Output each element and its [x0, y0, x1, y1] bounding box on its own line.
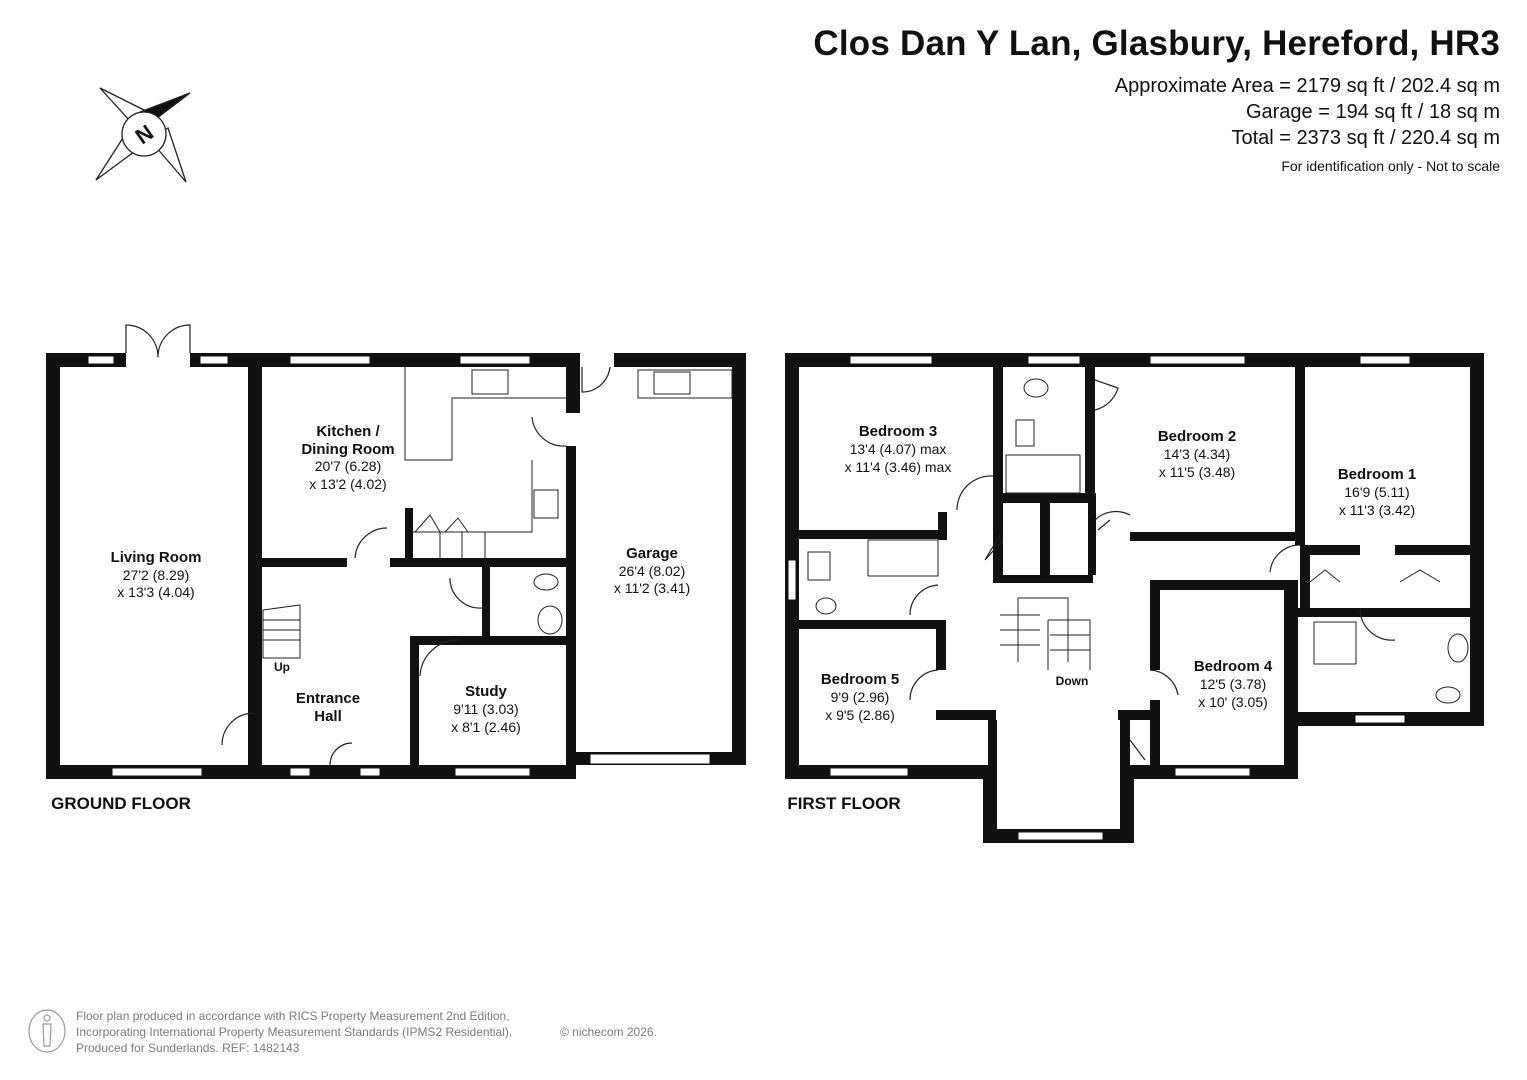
first-floor-label: FIRST FLOOR	[787, 794, 900, 813]
bedroom1-name: Bedroom 1	[1338, 466, 1416, 483]
ground-floor-doors	[125, 324, 611, 766]
bedroom2-name: Bedroom 2	[1158, 428, 1236, 445]
first-floor-walls	[785, 353, 1484, 843]
study-name: Study	[465, 683, 507, 700]
bedroom5-dim1: 9'9 (2.96)	[831, 689, 890, 705]
kitchen-dim1: 20'7 (6.28)	[315, 458, 382, 474]
garage-area: Garage = 194 sq ft / 18 sq m	[1245, 101, 1500, 123]
study-dim1: 9'11 (3.03)	[453, 701, 518, 717]
study-dim2: x 8'1 (2.46)	[451, 719, 521, 735]
footer-line-3: Produced for Sunderlands. REF: 1482143	[76, 1041, 300, 1055]
bedroom3-dim2: x 11'4 (3.46) max	[845, 459, 952, 475]
bedroom5-name: Bedroom 5	[821, 671, 899, 688]
bedroom5-dim2: x 9'5 (2.86)	[825, 707, 895, 723]
footer-line-1: Floor plan produced in accordance with R…	[76, 1009, 510, 1023]
bedroom1-dim2: x 11'3 (3.42)	[1339, 502, 1415, 518]
scale-disclaimer: For identification only - Not to scale	[1281, 158, 1500, 174]
total-area: Total = 2373 sq ft / 220.4 sq m	[1231, 127, 1501, 149]
garage-dim2: x 11'2 (3.41)	[614, 580, 690, 596]
garage-name: Garage	[626, 545, 678, 562]
property-title: Clos Dan Y Lan, Glasbury, Hereford, HR3	[813, 24, 1500, 63]
kitchen-name2: Dining Room	[301, 441, 394, 458]
stairs-down-label: Down	[1056, 674, 1089, 688]
entrance-hall-name1: Entrance	[296, 690, 360, 707]
bedroom3-name: Bedroom 3	[859, 423, 937, 440]
bedroom2-dim2: x 11'5 (3.48)	[1159, 464, 1235, 480]
kitchen-name1: Kitchen /	[316, 423, 380, 440]
first-floor-labels: Bedroom 3 13'4 (4.07) max x 11'4 (3.46) …	[787, 423, 1416, 813]
bedroom3-dim1: 13'4 (4.07) max	[850, 441, 947, 457]
ground-floor-windows	[87, 355, 711, 777]
garage-dim1: 26'4 (8.02)	[619, 563, 686, 579]
ground-floor-label: GROUND FLOOR	[51, 794, 191, 813]
bedroom4-dim2: x 10' (3.05)	[1198, 694, 1268, 710]
bedroom1-dim1: 16'9 (5.11)	[1344, 484, 1409, 500]
bedroom2-dim1: 14'3 (4.34)	[1164, 446, 1231, 462]
bedroom4-dim1: 12'5 (3.78)	[1200, 676, 1267, 692]
compass-rose-icon: N	[95, 87, 191, 183]
approximate-area: Approximate Area = 2179 sq ft / 202.4 sq…	[1114, 75, 1500, 97]
first-floor-fittings	[807, 378, 1469, 704]
first-floor-windows	[787, 355, 1411, 841]
stairs-up-label: Up	[274, 660, 290, 674]
bedroom4-name: Bedroom 4	[1194, 658, 1273, 675]
footer-line-2: Incorporating International Property Mea…	[76, 1025, 513, 1039]
ground-floor-labels: Living Room 27'2 (8.29) x 13'3 (4.04) Ki…	[51, 423, 690, 813]
living-room-name: Living Room	[111, 549, 202, 566]
kitchen-fittings	[262, 367, 733, 659]
living-room-dim1: 27'2 (8.29)	[123, 567, 190, 583]
measurement-logo-icon	[28, 1009, 66, 1053]
entrance-hall-name2: Hall	[314, 708, 342, 725]
first-floor-doors	[909, 379, 1396, 761]
kitchen-dim2: x 13'2 (4.02)	[309, 476, 386, 492]
copyright-notice: © nichecom 2026.	[560, 1025, 657, 1039]
living-room-dim2: x 13'3 (4.04)	[117, 584, 194, 600]
